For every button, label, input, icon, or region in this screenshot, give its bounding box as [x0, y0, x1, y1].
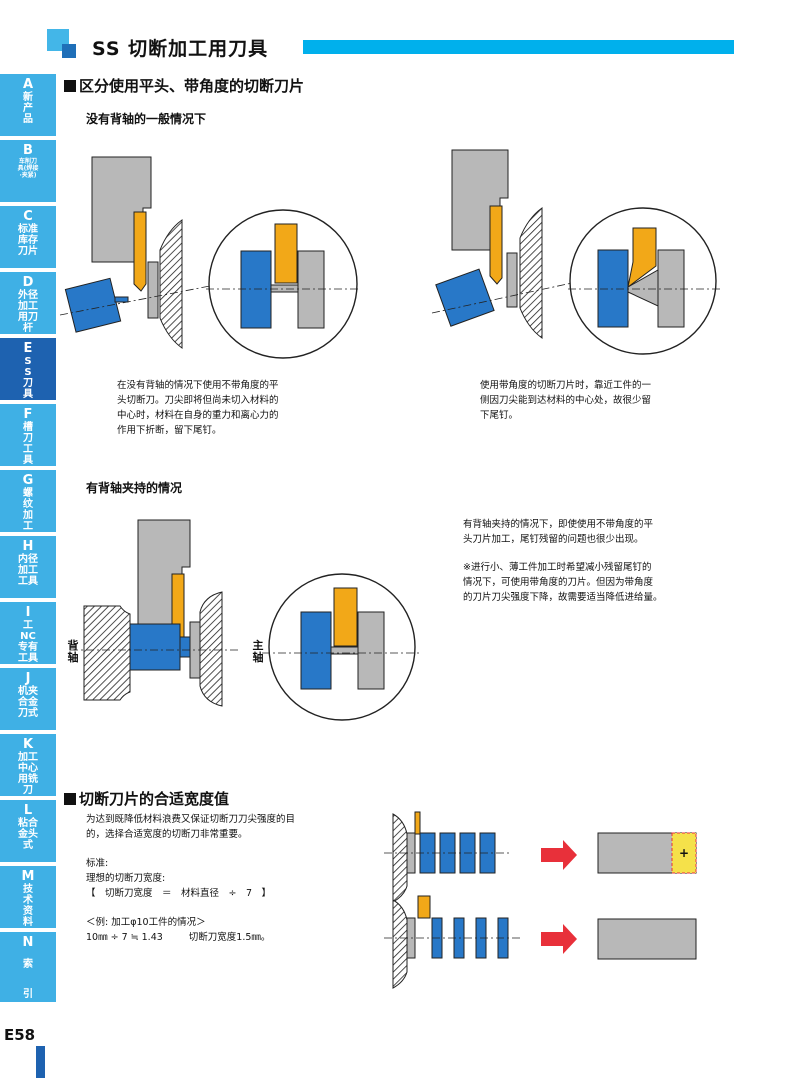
back-spindle-label: 背轴: [67, 639, 79, 664]
paragraph-angled-blade: 使用带角度的切断刀片时，靠近工件的一侧因刀尖能到达材料的中心处，故很少留下尾钉。: [480, 380, 652, 421]
diagram-blade-width-bottom: [384, 895, 697, 989]
standard-block: 标准: 理想的切断刀宽度: 【 切断刀宽度 ＝ 材料直径 ÷ 7 】: [86, 858, 272, 899]
paragraph-note: ※进行小、薄工件加工时希望减小残留尾钉的情况下，可使用带角度的刀片。但因为带角度…: [463, 562, 663, 603]
square-bullet-icon: [64, 80, 76, 92]
paragraph-back-spindle: 有背轴夹持的情况下，即使使用不带角度的平头刀片加工，尾钉残留的问题也很少出现。: [463, 519, 654, 545]
diagram-blade-width-top: [384, 811, 697, 903]
page-title: SS 切断加工用刀具: [92, 38, 269, 60]
main-spindle-label: 主轴: [252, 639, 264, 664]
header-bar: [303, 40, 734, 54]
diagram-back-spindle: [70, 519, 420, 721]
paragraph-intro: 为达到既降低材料浪费又保证切断刀刀尖强度的目的，选择合适宽度的切断刀非常重要。: [86, 814, 296, 840]
diagram-flat-blade: [59, 156, 360, 359]
square-bullet-icon: [64, 793, 76, 805]
paragraph-flat-blade: 在没有背轴的情况下使用不带角度的平头切断刀。刀尖即将但尚未切入材料的中心时，材料…: [117, 380, 279, 436]
header-square-dark: [62, 44, 76, 58]
section-title-2: 切断刀片的合适宽度值: [64, 788, 229, 809]
subheading-no-backspindle: 没有背轴的一般情况下: [86, 112, 207, 126]
plus-icon: +: [678, 846, 690, 860]
page-number: E58: [4, 1026, 36, 1044]
subheading-back-spindle: 有背轴夹持的情况: [86, 481, 183, 495]
section-title-1: 区分使用平头、带角度的切断刀片: [64, 75, 304, 96]
page-number-bar: [36, 1046, 45, 1078]
diagram-angled-blade: [431, 149, 720, 355]
